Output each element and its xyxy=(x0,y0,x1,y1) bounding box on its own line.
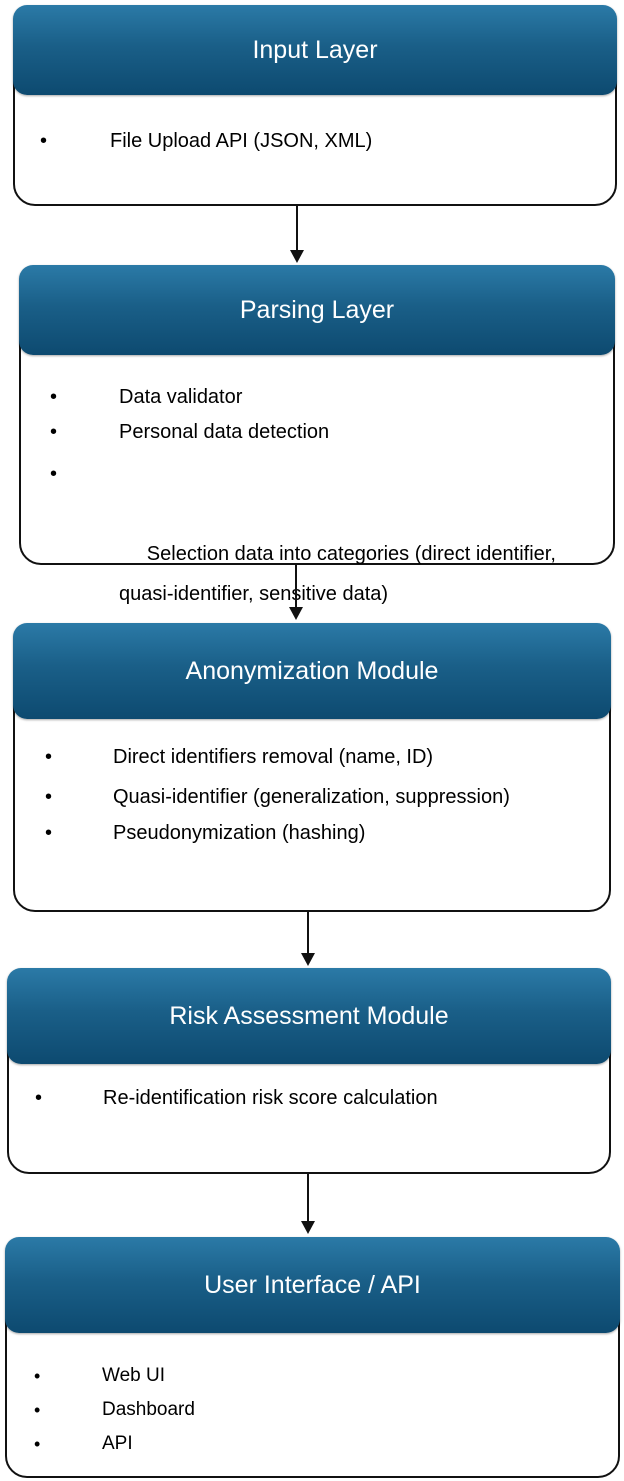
flow-arrow xyxy=(301,1174,315,1234)
bullet-icon: • xyxy=(45,746,53,768)
flow-arrow xyxy=(301,912,315,966)
bullet-icon: • xyxy=(50,386,58,408)
arrow-head-icon xyxy=(290,250,304,263)
list-item: • API xyxy=(34,1431,574,1457)
user-interface-api-header: User Interface / API xyxy=(5,1237,620,1333)
risk-assessment-module-items: • Re-identification risk score calculati… xyxy=(35,1085,595,1111)
bullet-icon: • xyxy=(35,1087,43,1109)
list-item: • Direct identifiers removal (name, ID) xyxy=(45,746,434,768)
list-item: • Re-identification risk score calculati… xyxy=(35,1087,438,1109)
arrow-head-icon xyxy=(301,1221,315,1234)
bullet-icon: • xyxy=(40,130,48,152)
input-layer-header: Input Layer xyxy=(13,5,617,95)
bullet-icon: • xyxy=(50,463,58,485)
arrow-shaft xyxy=(307,1174,309,1223)
anonymization-module-header: Anonymization Module xyxy=(13,623,611,719)
list-item: • Quasi-identifier (generalization, supp… xyxy=(45,780,513,814)
arrow-shaft xyxy=(296,206,298,252)
list-item: • Web UI xyxy=(34,1363,574,1389)
list-item: • Dashboard xyxy=(34,1397,574,1423)
bullet-icon: • xyxy=(34,1434,41,1454)
anonymization-module-items: • Direct identifiers removal (name, ID) … xyxy=(45,744,585,846)
risk-assessment-module-header: Risk Assessment Module xyxy=(7,968,611,1064)
bullet-icon: • xyxy=(50,421,58,443)
list-item: • Pseudonymization (hashing) xyxy=(45,822,366,844)
list-item: • File Upload API (JSON, XML) xyxy=(40,130,373,152)
input-layer-title: Input Layer xyxy=(252,35,378,64)
arrow-head-icon xyxy=(301,953,315,966)
user-interface-api-items: • Web UI • Dashboard • API xyxy=(34,1363,574,1457)
bullet-icon: • xyxy=(45,822,53,844)
flow-arrow xyxy=(290,206,304,263)
parsing-layer-header: Parsing Layer xyxy=(19,265,615,355)
anonymization-module-title: Anonymization Module xyxy=(185,656,439,685)
bullet-icon: • xyxy=(45,786,53,808)
arrow-shaft xyxy=(307,912,309,955)
risk-assessment-module-title: Risk Assessment Module xyxy=(169,1001,449,1030)
arrow-head-icon xyxy=(289,607,303,620)
arrow-shaft xyxy=(295,565,297,609)
bullet-icon: • xyxy=(34,1366,41,1386)
user-interface-api-title: User Interface / API xyxy=(204,1270,421,1299)
list-item: • Selection data into categories (direct… xyxy=(50,454,590,654)
parsing-layer-items: • Data validator • Personal data detecti… xyxy=(50,384,590,654)
input-layer-items: • File Upload API (JSON, XML) xyxy=(40,128,600,154)
list-item: • Data validator xyxy=(50,386,243,408)
list-item: • Personal data detection xyxy=(50,421,330,443)
bullet-icon: • xyxy=(34,1400,41,1420)
flow-arrow xyxy=(289,565,303,620)
parsing-layer-title: Parsing Layer xyxy=(239,295,395,324)
